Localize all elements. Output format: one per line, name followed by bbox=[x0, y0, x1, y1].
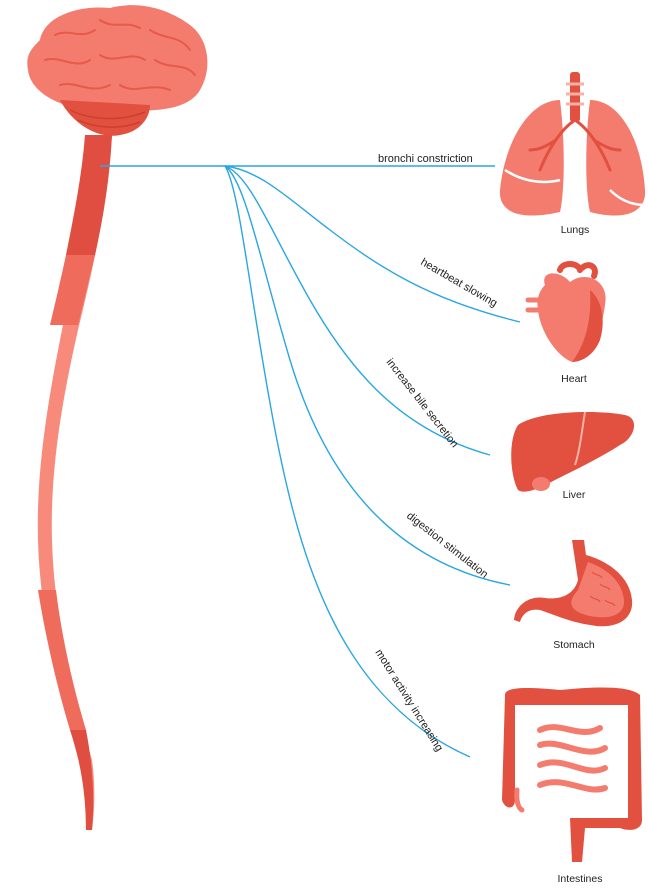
nerve-branch-intestines bbox=[225, 166, 470, 757]
intestines-icon bbox=[502, 687, 642, 862]
effect-label-intestines: motor activity increasing bbox=[372, 647, 445, 753]
nerve-branch-liver bbox=[225, 166, 490, 455]
effect-label-lungs: bronchi constriction bbox=[378, 153, 473, 165]
organ-label-heart: Heart bbox=[561, 373, 587, 385]
organ-label-lungs: Lungs bbox=[561, 224, 590, 236]
liver-icon bbox=[511, 412, 634, 492]
spinal-cord bbox=[38, 135, 112, 830]
heart-icon bbox=[528, 264, 606, 362]
nerve-branch-stomach bbox=[225, 166, 510, 585]
nerve-branches bbox=[100, 166, 520, 757]
effect-label-liver: increase bile secretion bbox=[384, 356, 461, 450]
effect-label-heart: heartbeat slowing bbox=[419, 256, 500, 310]
organ-label-liver: Liver bbox=[563, 489, 586, 501]
stomach-icon bbox=[514, 540, 632, 626]
organ-label-intestines: Intestines bbox=[558, 873, 603, 885]
brain-icon bbox=[27, 5, 207, 136]
effect-label-stomach: digestion stimulation bbox=[404, 510, 490, 581]
organ-label-stomach: Stomach bbox=[553, 639, 595, 651]
lungs-icon bbox=[500, 72, 645, 216]
